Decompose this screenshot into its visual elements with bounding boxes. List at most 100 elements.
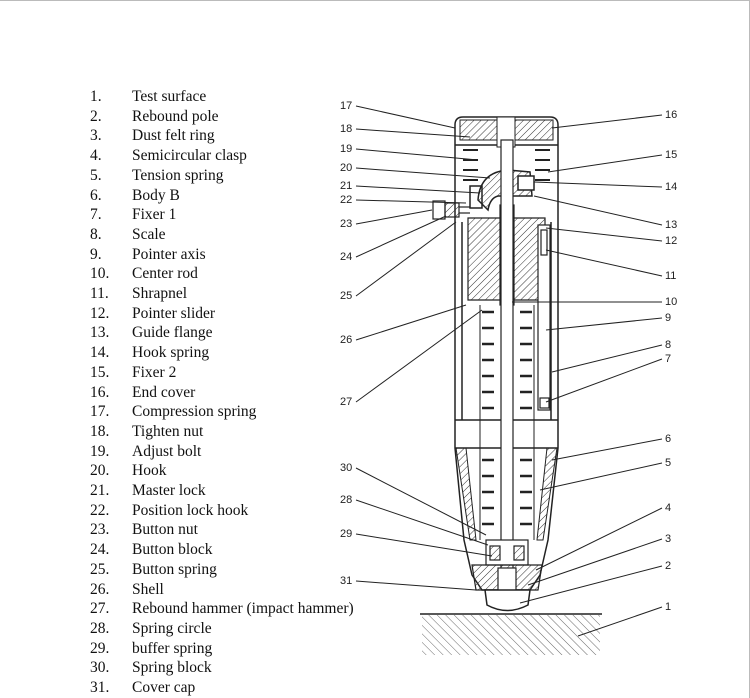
legend-label: Cover cap (132, 679, 196, 696)
legend-label: End cover (132, 383, 196, 401)
legend-number: 24. (90, 541, 110, 559)
legend-number: 17. (90, 403, 110, 421)
scale-slot (537, 224, 551, 411)
callout-label: 16 (665, 109, 677, 121)
leader-line (527, 538, 663, 586)
legend-item: 26. Shell (90, 581, 164, 600)
leader-line (355, 580, 477, 591)
legend-label: Tighten nut (132, 422, 204, 440)
leader-line (355, 309, 483, 403)
legend-number: 6. (90, 186, 102, 204)
legend-label: Button block (132, 541, 213, 559)
legend-number: 7. (90, 206, 102, 224)
legend-label: Body B (132, 186, 180, 204)
hammer-spring (482, 310, 532, 526)
callout-label: 26 (340, 334, 352, 346)
legend-number: 27. (90, 600, 110, 618)
legend-item: 20.Hook (90, 462, 166, 481)
legend-number: 31. (90, 679, 110, 696)
lower-shell-walls (455, 447, 558, 541)
legend-item: 8. Scale (90, 226, 166, 245)
legend-item: 31. Cover cap (90, 679, 195, 698)
leader-line (355, 148, 479, 161)
callout-label: 19 (340, 143, 352, 155)
legend-label: Rebound hammer (impact hammer) (132, 600, 354, 618)
callout-label: 24 (340, 251, 352, 263)
legend-number: 26. (90, 580, 110, 598)
leader-line (551, 344, 663, 373)
callout-layer: 1718192021222324252627302829311615141312… (340, 100, 677, 637)
callout-label: 4 (665, 502, 671, 514)
legend-label: Adjust bolt (132, 442, 202, 460)
legend-item: 19. Adjust bolt (90, 443, 201, 462)
legend-item: 30.Spring block (90, 659, 212, 678)
legend-number: 2. (90, 107, 102, 125)
legend-item: 23.Button nut (90, 521, 198, 540)
legend-label: Test surface (132, 88, 207, 105)
legend-item: 28.Spring circle (90, 620, 212, 639)
legend-number: 11. (90, 285, 109, 302)
callout-label: 14 (665, 181, 677, 193)
callout-label: 6 (665, 433, 671, 445)
legend-item: 14.Hook spring (90, 344, 209, 363)
center-rod (500, 139, 514, 601)
callout-label: 2 (665, 560, 671, 572)
legend-item: 22.Position lock hook (90, 502, 248, 521)
legend-number: 9. (90, 245, 102, 263)
frame-top-border (0, 0, 750, 1)
legend-label: Tension spring (132, 166, 224, 184)
leader-line (545, 227, 663, 242)
legend-number: 4. (90, 147, 102, 165)
leader-line (535, 507, 663, 571)
legend-item: 29.buffer spring (90, 640, 212, 659)
leader-line (355, 105, 456, 129)
legend-number: 19. (90, 442, 110, 460)
legend-item: 24. Button block (90, 541, 213, 560)
legend-number: 8. (90, 225, 102, 243)
callout-label: 12 (665, 235, 677, 247)
legend-label: Position lock hook (132, 501, 249, 519)
callout-label: 25 (340, 290, 352, 302)
legend-number: 14. (90, 344, 110, 362)
legend-item: 15.Fixer 2 (90, 364, 176, 383)
legend-item: 5.Tension spring (90, 167, 223, 186)
legend-label: Center rod (132, 265, 198, 283)
legend-label: Scale (132, 225, 166, 243)
legend-number: 28. (90, 619, 110, 637)
legend-label: Master lock (132, 482, 206, 499)
callout-label: 13 (665, 219, 677, 231)
legend-item: 1.Test surface (90, 88, 206, 107)
leader-line (355, 467, 487, 536)
leader-line (551, 438, 663, 461)
leader-line (355, 209, 433, 225)
legend-label: Shell (132, 580, 164, 598)
legend-item: 21.Master lock (90, 482, 206, 501)
legend-label: Button spring (132, 560, 217, 578)
leader-line (355, 499, 489, 546)
leader-line (355, 199, 467, 204)
callout-label: 23 (340, 218, 352, 230)
legend-label: Spring block (132, 659, 212, 677)
callout-label: 18 (340, 123, 352, 135)
leader-line (355, 304, 467, 341)
leader-line (355, 167, 491, 179)
test-surface (420, 613, 602, 655)
legend-item: 12.Pointer slider (90, 305, 215, 324)
legend-item: 10. Center rod (90, 265, 198, 284)
callout-label: 22 (340, 194, 352, 206)
legend-item: 27. Rebound hammer (impact hammer) (90, 600, 354, 619)
legend-item: 7.Fixer 1 (90, 206, 176, 225)
legend-number: 10. (90, 265, 110, 283)
callout-label: 8 (665, 339, 671, 351)
callout-label: 29 (340, 528, 352, 540)
legend-label: Hook (132, 462, 167, 480)
legend-label: Semicircular clasp (132, 147, 247, 165)
hammer-guide-lines (479, 305, 535, 540)
leader-line (547, 154, 663, 173)
legend-number: 25. (90, 560, 110, 578)
callout-label: 27 (340, 396, 352, 408)
legend-label: Shrapnel (132, 285, 188, 302)
legend-item: 11. Shrapnel (90, 285, 187, 304)
